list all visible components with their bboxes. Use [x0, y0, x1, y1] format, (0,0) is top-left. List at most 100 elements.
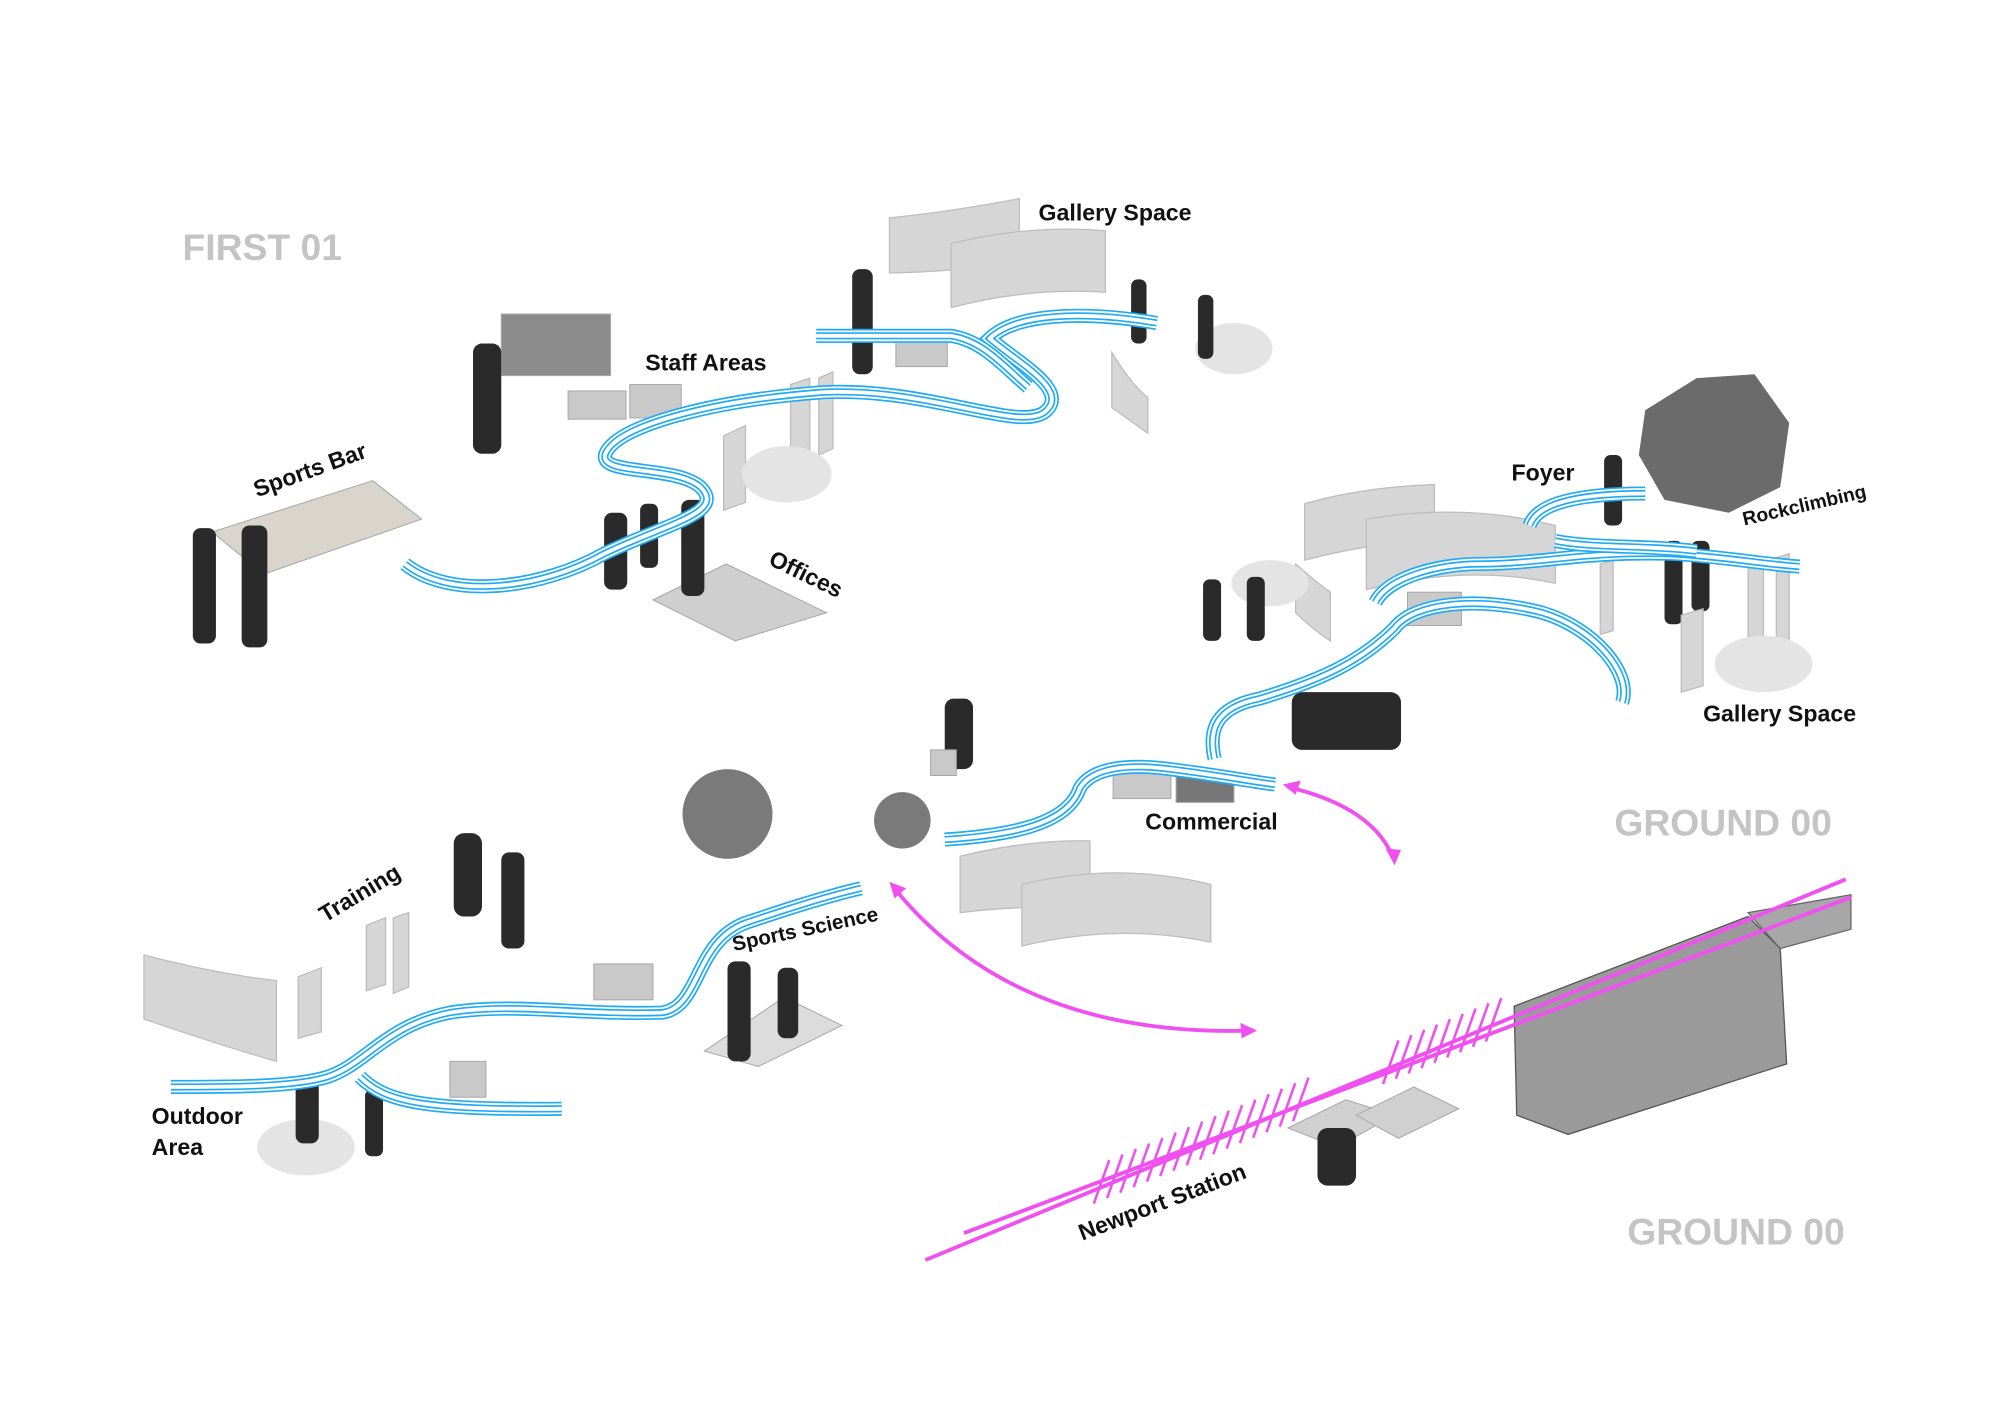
- label-staff-areas: Staff Areas: [645, 349, 766, 375]
- circulation-lane: [170, 886, 862, 1089]
- arrow-head: [1240, 1022, 1258, 1039]
- climbing-boulder: [1638, 374, 1790, 513]
- platform-tile: [1354, 1086, 1461, 1139]
- circulation-route: [1522, 486, 1646, 529]
- rail-tie: [1132, 1143, 1151, 1188]
- stool: [930, 749, 957, 777]
- label-gallery-space: Gallery Space: [1703, 701, 1856, 727]
- rail-tie: [1119, 1148, 1138, 1194]
- arrow-head: [889, 881, 907, 899]
- round-pad: [1714, 635, 1813, 693]
- circulation-lane: [816, 333, 1030, 389]
- rail-tie: [1172, 1126, 1191, 1172]
- rail-tie: [1381, 1040, 1400, 1085]
- person-seated: [1317, 1128, 1357, 1186]
- arrow-commercial-station: [1287, 785, 1397, 863]
- rail-line: [963, 895, 1852, 1235]
- person: [777, 967, 799, 1039]
- rail-tie: [1420, 1024, 1439, 1069]
- rail-tie: [1198, 1115, 1217, 1161]
- round-pad: [1231, 560, 1309, 607]
- person: [501, 852, 525, 949]
- rail-ties: [1092, 997, 1503, 1205]
- rail-tie: [1291, 1077, 1310, 1122]
- person: [1664, 540, 1683, 625]
- circulation-route: [1205, 596, 1631, 761]
- label-foyer: Foyer: [1512, 460, 1575, 486]
- rail-tie: [1265, 1088, 1284, 1133]
- circulation-route: [170, 881, 863, 1095]
- label-gallery-space: Gallery Space: [1039, 200, 1192, 226]
- partition-wall: [365, 916, 387, 992]
- person: [295, 1076, 319, 1144]
- rail-tie: [1394, 1034, 1413, 1080]
- outdoor-wall: [143, 954, 277, 1063]
- partition-wall: [297, 966, 322, 1040]
- person: [1246, 576, 1265, 641]
- circulation-route: [944, 759, 1276, 847]
- rail-tie: [1407, 1029, 1426, 1074]
- round-pad: [257, 1119, 355, 1176]
- person: [473, 343, 502, 454]
- seating-block: [567, 390, 627, 420]
- rail-tie: [1159, 1132, 1177, 1177]
- level-label-ground: GROUND 00: [1627, 1211, 1844, 1253]
- rail-tie: [1446, 1013, 1464, 1058]
- rail-tie: [1105, 1154, 1124, 1199]
- label-outdoor-area: Area: [152, 1134, 204, 1160]
- partition-wall: [1599, 559, 1614, 636]
- circulation-lane: [1554, 539, 1697, 554]
- person: [192, 528, 216, 644]
- rail-tie: [1252, 1093, 1270, 1139]
- rail-tie: [1185, 1121, 1204, 1166]
- partition-wall: [392, 911, 410, 995]
- rail-tie: [1278, 1082, 1297, 1128]
- person: [1131, 279, 1147, 344]
- rail-tie: [1092, 1159, 1111, 1205]
- rail-tie: [1212, 1110, 1231, 1155]
- arrow-head: [1385, 848, 1402, 866]
- circulation-lane: [403, 313, 1158, 589]
- seating-block: [593, 963, 654, 1001]
- rail-tie: [1458, 1008, 1477, 1053]
- partition-wall: [818, 370, 834, 457]
- photocopier: [500, 313, 612, 377]
- level-label-ground: GROUND 00: [1614, 802, 1831, 844]
- circulation-route: [354, 1071, 562, 1116]
- curved-wall: [1111, 350, 1149, 435]
- person: [1203, 579, 1222, 641]
- circulation-paths: [170, 308, 1800, 1116]
- people-at-table: [1291, 692, 1402, 750]
- circulation-route: [1369, 546, 1800, 607]
- sports-science-platform: [703, 996, 844, 1068]
- circulation-lane: [1210, 601, 1626, 760]
- rail-tie: [1484, 997, 1503, 1042]
- rail-line: [924, 877, 1847, 1262]
- partition-wall: [1680, 608, 1704, 694]
- transit-links: [889, 780, 1852, 1262]
- circulation-route: [400, 308, 1158, 594]
- rail-tie: [1433, 1018, 1452, 1064]
- tree: [874, 792, 931, 849]
- person: [727, 961, 751, 1062]
- circulation-lane: [1527, 491, 1646, 527]
- round-pad: [741, 446, 832, 503]
- seating-block: [449, 1060, 487, 1098]
- circulation-route: [816, 328, 1033, 393]
- gallery-wall: [950, 228, 1107, 309]
- person: [365, 1089, 384, 1157]
- partition-wall: [723, 424, 747, 512]
- circulation-lane: [358, 1075, 562, 1111]
- label-training: Training: [314, 859, 405, 927]
- label-commercial: Commercial: [1145, 808, 1277, 834]
- person: [241, 525, 268, 648]
- circulation-lane: [1205, 596, 1631, 761]
- punching-bag: [453, 833, 483, 917]
- round-pad: [1195, 323, 1273, 375]
- circulation-lane: [944, 764, 1276, 842]
- rail-tie: [1471, 1002, 1490, 1048]
- tree: [682, 769, 773, 859]
- arrow-head: [1282, 780, 1301, 795]
- person: [1197, 294, 1214, 359]
